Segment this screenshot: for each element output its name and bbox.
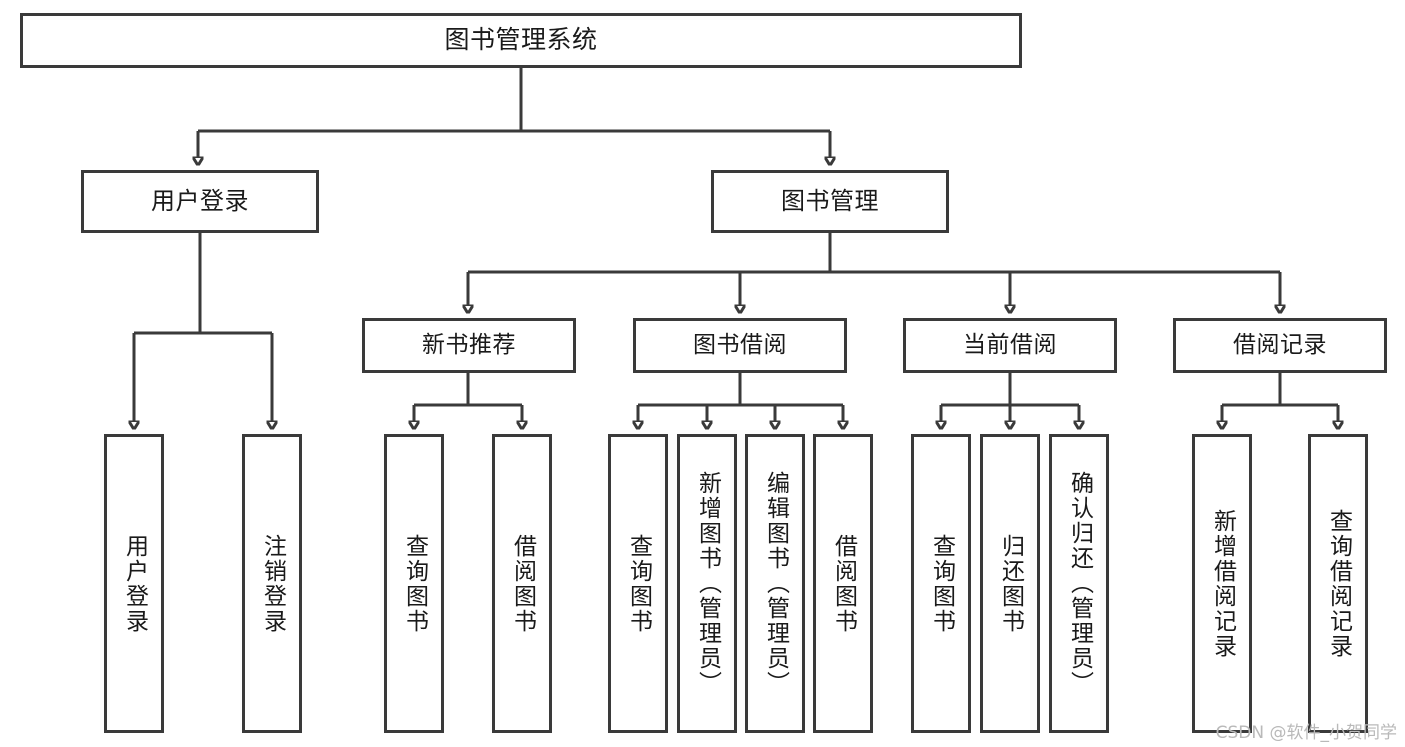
leaf-edit-book-admin-label: 编辑图书（管理员） [762, 471, 789, 696]
node-borrow-record[interactable]: 借阅记录 [1173, 318, 1387, 373]
node-current-borrow-label: 当前借阅 [963, 332, 1057, 359]
leaf-return-book-label: 归还图书 [997, 533, 1024, 634]
leaf-user-login-label: 用户登录 [121, 533, 148, 634]
leaf-borrow-book-recommend[interactable]: 借阅图书 [492, 434, 552, 733]
node-user-login[interactable]: 用户登录 [81, 170, 319, 233]
leaf-borrow-book[interactable]: 借阅图书 [813, 434, 873, 733]
node-borrow-record-label: 借阅记录 [1233, 332, 1327, 359]
node-book-management[interactable]: 图书管理 [711, 170, 949, 233]
leaf-confirm-return-admin-label: 确认归还（管理员） [1066, 471, 1093, 696]
leaf-query-book-current[interactable]: 查询图书 [911, 434, 971, 733]
leaf-add-book-admin-label: 新增图书（管理员） [694, 471, 721, 696]
leaf-borrow-book-recommend-label: 借阅图书 [509, 533, 536, 634]
leaf-query-book-current-label: 查询图书 [928, 533, 955, 634]
leaf-user-login[interactable]: 用户登录 [104, 434, 164, 733]
leaf-add-borrow-record[interactable]: 新增借阅记录 [1192, 434, 1252, 733]
leaf-query-borrow-record[interactable]: 查询借阅记录 [1308, 434, 1368, 733]
leaf-logout-label: 注销登录 [259, 533, 286, 634]
node-root[interactable]: 图书管理系统 [20, 13, 1022, 68]
node-new-book-recommend[interactable]: 新书推荐 [362, 318, 576, 373]
leaf-query-book-borrow[interactable]: 查询图书 [608, 434, 668, 733]
leaf-return-book[interactable]: 归还图书 [980, 434, 1040, 733]
node-book-borrow[interactable]: 图书借阅 [633, 318, 847, 373]
node-user-login-label: 用户登录 [151, 186, 249, 215]
leaf-query-book-borrow-label: 查询图书 [625, 533, 652, 634]
node-book-borrow-label: 图书借阅 [693, 332, 787, 359]
leaf-edit-book-admin[interactable]: 编辑图书（管理员） [745, 434, 805, 733]
node-new-book-recommend-label: 新书推荐 [422, 332, 516, 359]
leaf-query-borrow-record-label: 查询借阅记录 [1325, 508, 1352, 659]
node-book-management-label: 图书管理 [781, 186, 879, 215]
leaf-query-book-recommend[interactable]: 查询图书 [384, 434, 444, 733]
leaf-query-book-recommend-label: 查询图书 [401, 533, 428, 634]
leaf-borrow-book-label: 借阅图书 [830, 533, 857, 634]
leaf-add-borrow-record-label: 新增借阅记录 [1209, 508, 1236, 659]
leaf-confirm-return-admin[interactable]: 确认归还（管理员） [1049, 434, 1109, 733]
watermark: CSDN @软件_小贺同学 [1215, 723, 1397, 743]
node-current-borrow[interactable]: 当前借阅 [903, 318, 1117, 373]
leaf-logout[interactable]: 注销登录 [242, 434, 302, 733]
node-root-label: 图书管理系统 [444, 25, 598, 55]
leaf-add-book-admin[interactable]: 新增图书（管理员） [677, 434, 737, 733]
